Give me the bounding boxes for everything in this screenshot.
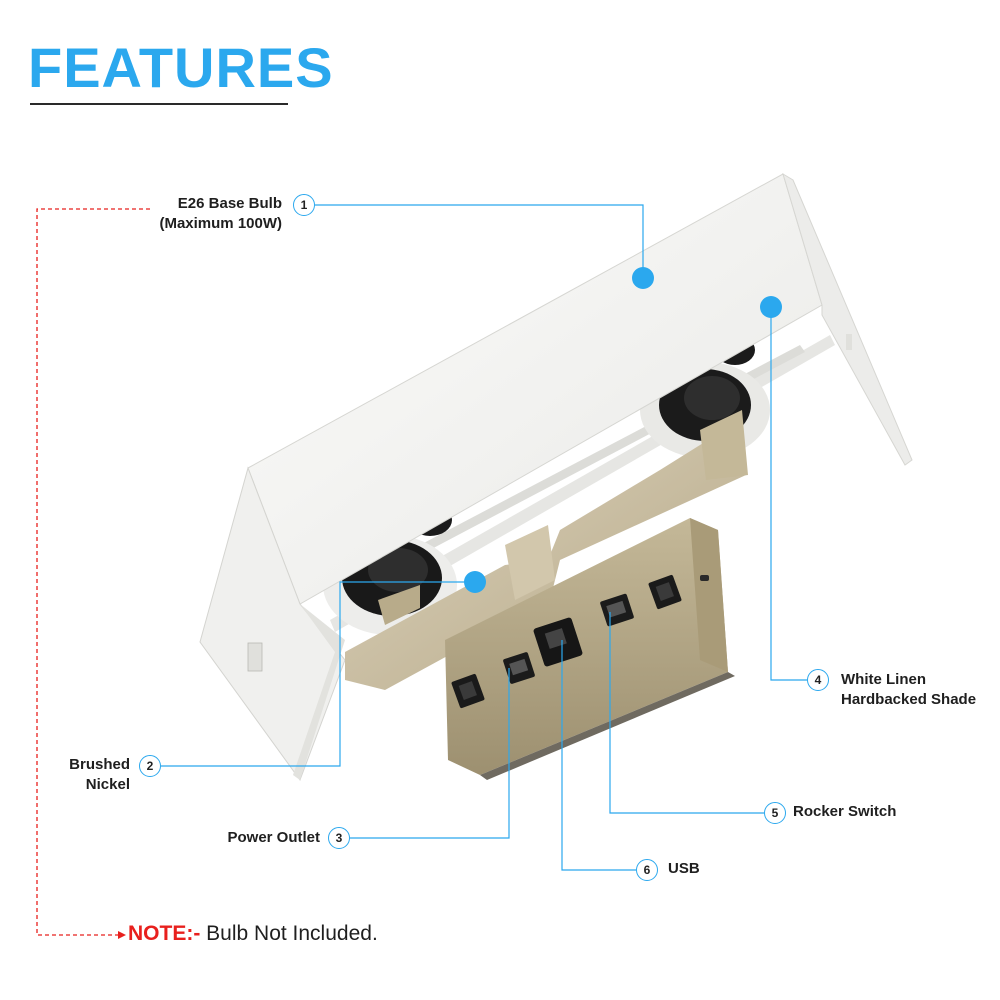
callout-label-3: Power Outlet	[227, 829, 320, 846]
leader-2	[161, 581, 475, 767]
note-arrow-icon	[118, 931, 126, 939]
callout-label-1-line1: E26 Base Bulb	[177, 195, 282, 212]
shade-right-wing	[782, 172, 913, 466]
callout-dots	[464, 267, 782, 593]
rocker-switch-right	[648, 574, 682, 610]
outlet-box	[445, 518, 735, 780]
title-underline	[30, 103, 288, 105]
power-outlet	[533, 617, 583, 667]
note-key: NOTE:-	[128, 922, 201, 945]
callout-label-4-line1: White Linen	[841, 671, 926, 688]
shade-clip-right	[846, 334, 852, 350]
usb-port-right	[600, 593, 634, 627]
callout-dot-1	[632, 267, 654, 289]
callout-number-1: 1	[293, 194, 315, 216]
callout-dot-4	[760, 296, 782, 318]
callout-number-5: 5	[764, 802, 786, 824]
callout-label-4: White Linen Hardbacked Shade	[841, 670, 976, 710]
callout-number-3: 3	[328, 827, 350, 849]
outlet-box-vent	[700, 575, 709, 581]
callout-number-2: 2	[139, 755, 161, 777]
usb-port-left	[503, 652, 535, 684]
callout-label-2: Brushed Nickel	[69, 755, 130, 795]
leader-3	[350, 668, 510, 839]
callout-label-5: Rocker Switch	[793, 803, 897, 820]
nickel-arm	[345, 410, 748, 690]
leader-1	[315, 204, 644, 278]
note: NOTE:- Bulb Not Included.	[128, 922, 378, 946]
callout-dot-2	[464, 571, 486, 593]
callout-label-4-line2: Hardbacked Shade	[841, 691, 977, 708]
leader-6	[561, 640, 636, 871]
callout-label-6: USB	[668, 860, 700, 877]
shade-clip	[247, 642, 263, 672]
callout-leaders	[161, 204, 807, 871]
callout-label-2-line2: Nickel	[85, 776, 130, 793]
note-text: Bulb Not Included.	[200, 922, 378, 945]
callout-label-1: E26 Base Bulb (Maximum 100W)	[159, 194, 282, 234]
note-guide-line	[36, 208, 150, 936]
rocker-switch-left	[451, 673, 485, 709]
callout-number-6: 6	[636, 859, 658, 881]
leader-5	[609, 612, 764, 814]
page-title: FEATURES	[28, 36, 334, 99]
callout-label-1-line2: (Maximum 100W)	[159, 215, 282, 232]
callout-label-2-line1: Brushed	[69, 756, 130, 773]
callout-number-4: 4	[807, 669, 829, 691]
leader-4	[770, 307, 807, 681]
shade-left-wing-front	[293, 604, 345, 780]
shade-left-wing	[199, 466, 346, 782]
